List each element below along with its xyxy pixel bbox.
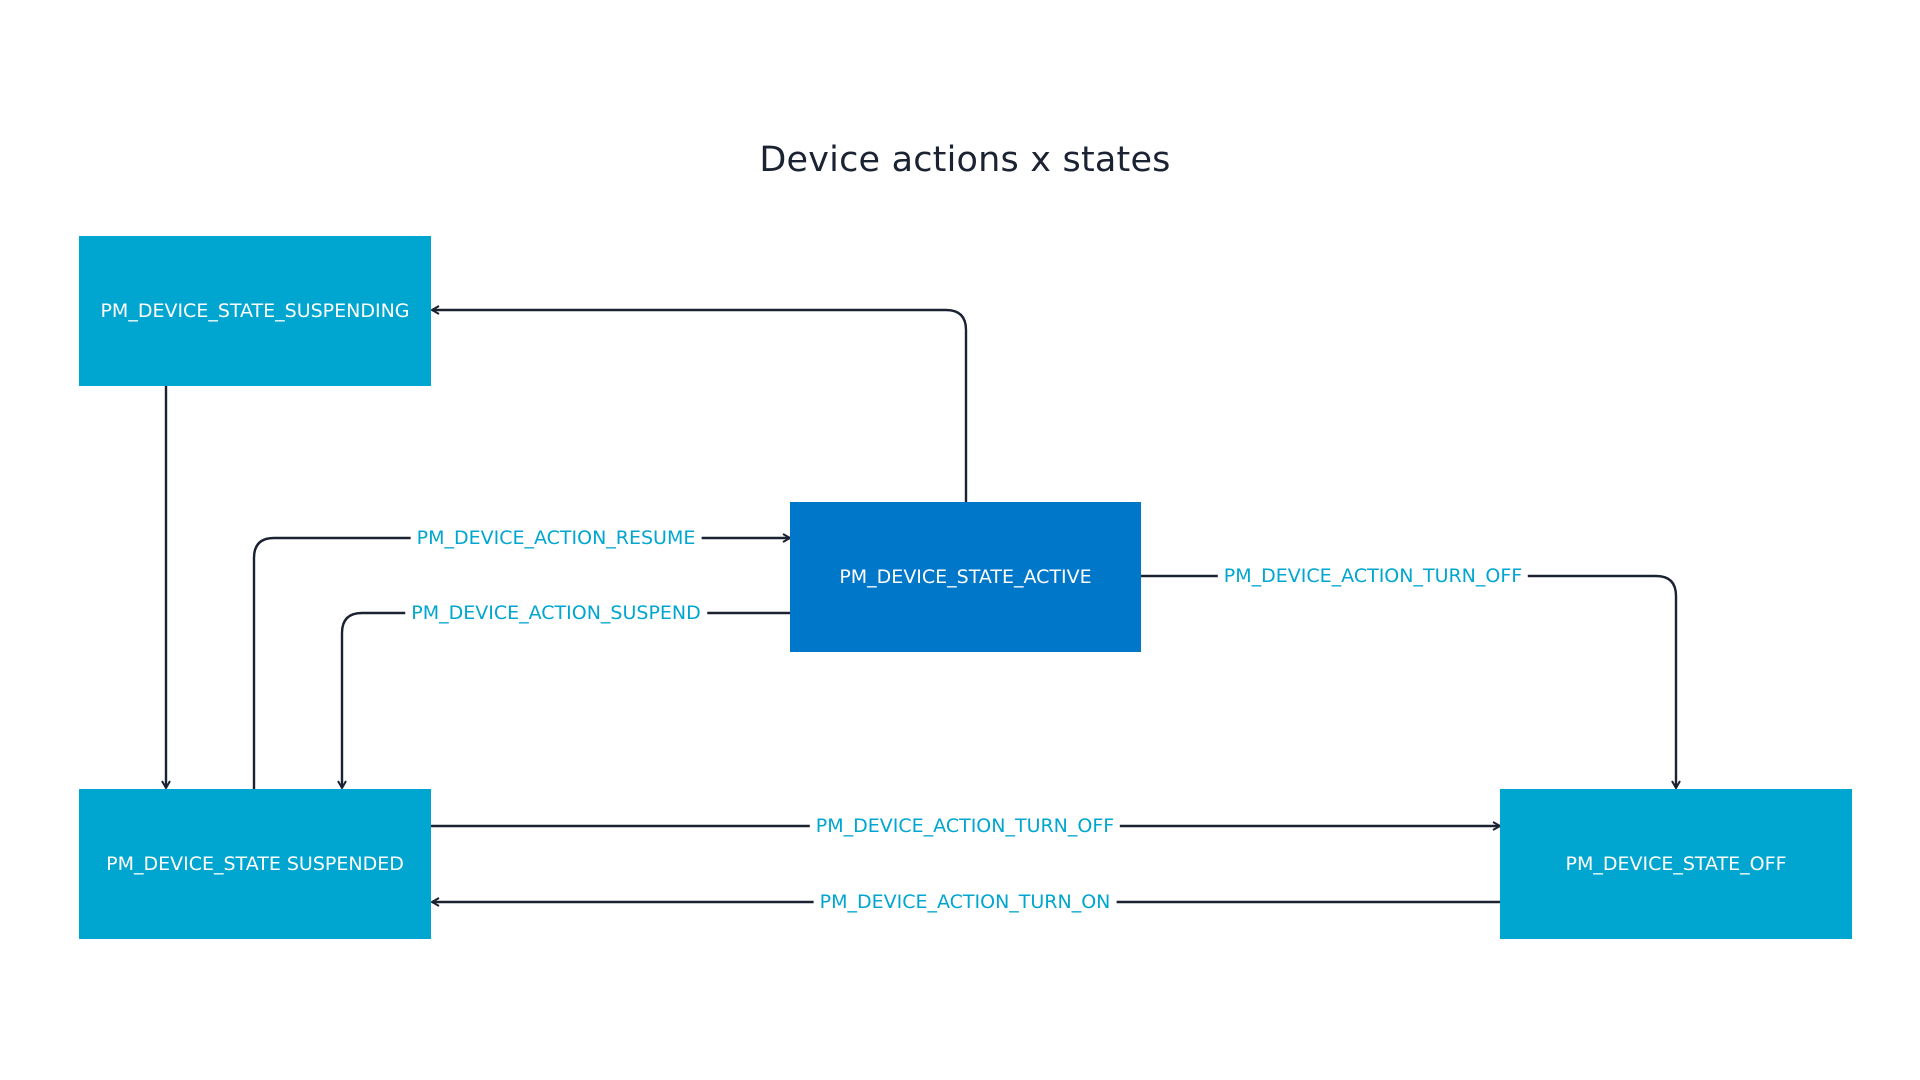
- edge-active-turn-off: [1141, 574, 1676, 788]
- edge-active-to-suspending: [432, 310, 968, 502]
- diagram-title: Device actions x states: [759, 140, 1171, 180]
- state-suspending-box: PM_DEVICE_STATE_SUSPENDING: [79, 236, 431, 386]
- edge-label-suspended-turn-off: PM_DEVICE_ACTION_TURN_OFF: [809, 814, 1121, 838]
- state-suspended-label: PM_DEVICE_STATE SUSPENDED: [106, 853, 404, 875]
- edge-label-suspend: PM_DEVICE_ACTION_SUSPEND: [405, 601, 707, 625]
- state-suspending-label: PM_DEVICE_STATE_SUSPENDING: [100, 300, 410, 322]
- state-suspended-box: PM_DEVICE_STATE SUSPENDED: [79, 789, 431, 939]
- state-off-label: PM_DEVICE_STATE_OFF: [1565, 853, 1787, 875]
- edge-label-resume: PM_DEVICE_ACTION_RESUME: [410, 526, 702, 550]
- edge-label-active-turn-off: PM_DEVICE_ACTION_TURN_OFF: [1217, 564, 1529, 588]
- edge-label-turn-on: PM_DEVICE_ACTION_TURN_ON: [813, 890, 1117, 914]
- state-active-label: PM_DEVICE_STATE_ACTIVE: [839, 566, 1092, 588]
- state-off-box: PM_DEVICE_STATE_OFF: [1500, 789, 1852, 939]
- edge-resume: [252, 538, 790, 789]
- edge-suspend: [342, 611, 790, 788]
- state-active-box: PM_DEVICE_STATE_ACTIVE: [790, 502, 1141, 652]
